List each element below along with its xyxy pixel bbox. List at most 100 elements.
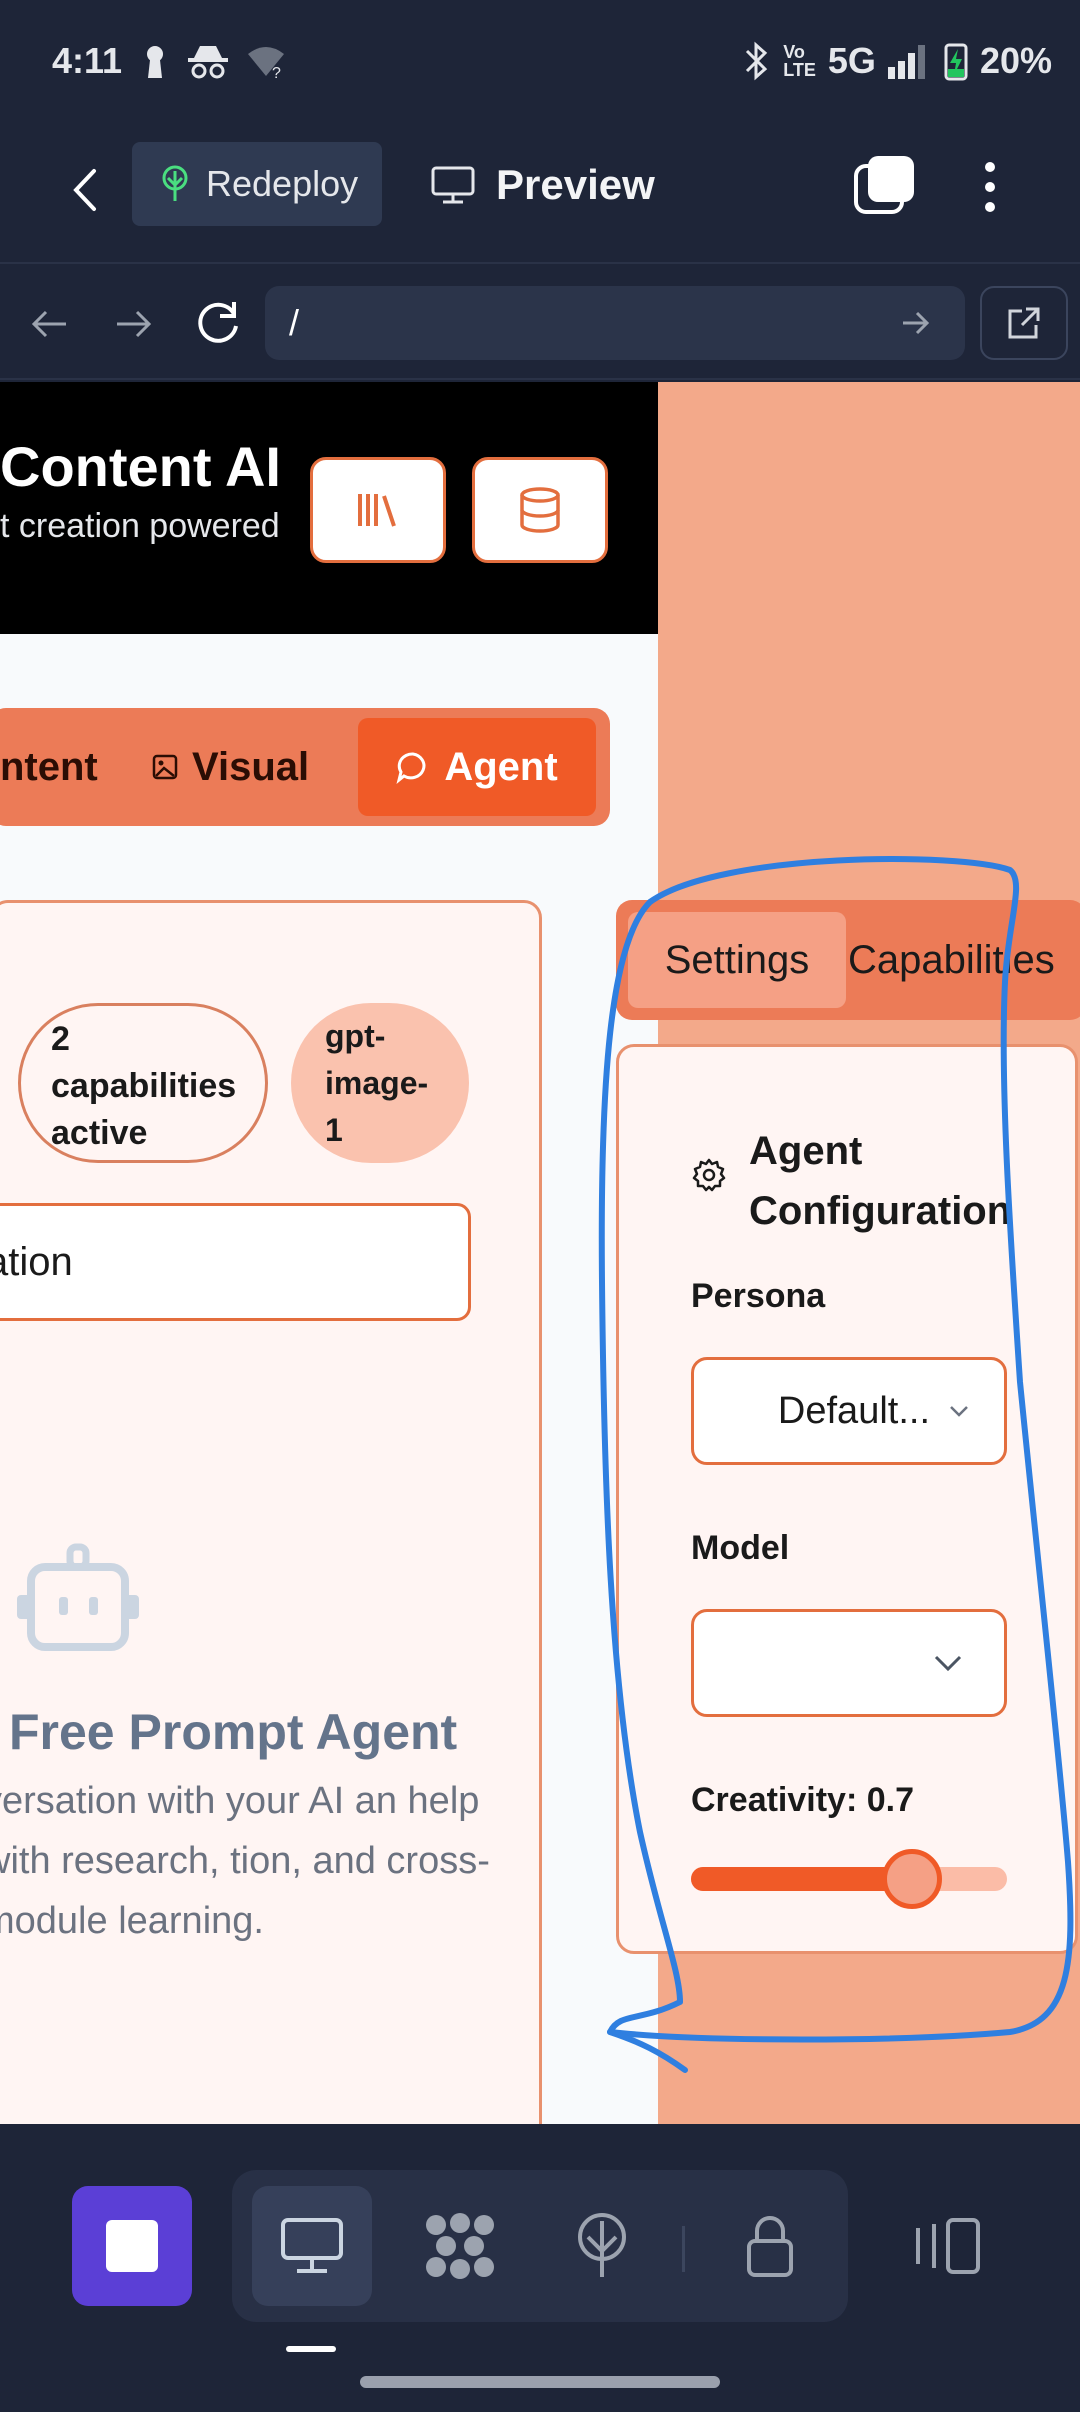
- tab-visual-label: Visual: [192, 744, 310, 789]
- browser-reload-button[interactable]: [188, 292, 248, 352]
- tool-group: [232, 2170, 848, 2322]
- model-label: Model: [691, 1529, 790, 1567]
- deploy-tree-icon: [162, 165, 188, 201]
- arrow-right-icon: [117, 310, 152, 338]
- status-notification-icons: ?: [140, 44, 286, 80]
- config-tabs: Settings Capabilities: [616, 900, 1080, 1020]
- url-text: /: [289, 302, 300, 343]
- browser-back-button[interactable]: [22, 296, 78, 352]
- tab-capabilities[interactable]: Capabilities: [848, 937, 1055, 982]
- monitor-icon: [431, 166, 475, 204]
- signal-icon: [887, 45, 925, 79]
- go-arrow-icon[interactable]: [891, 298, 941, 348]
- model-badge: gpt-image-1: [291, 1003, 469, 1163]
- divider: [682, 2226, 685, 2272]
- reload-icon: [198, 302, 238, 343]
- chevron-left-icon: [73, 169, 96, 211]
- wifi-off-icon: ?: [248, 47, 284, 80]
- mode-tabs: ntent Visual Agent: [0, 708, 610, 826]
- persona-label: Persona: [691, 1277, 826, 1315]
- agent-input-value: ation: [0, 1239, 73, 1284]
- tabs-icon: [854, 156, 914, 214]
- library-button[interactable]: [310, 457, 446, 563]
- home-indicator[interactable]: [360, 2376, 720, 2388]
- layout-panels-icon: [916, 2218, 980, 2274]
- open-external-button[interactable]: [980, 286, 1068, 360]
- status-time: 4:11: [52, 40, 123, 81]
- library-icon: [358, 494, 396, 527]
- site-subtitle: t creation powered: [0, 507, 280, 545]
- deploy-button[interactable]: [542, 2186, 662, 2306]
- monitor-icon: [281, 2218, 343, 2273]
- config-title: Agent Configuration: [749, 1121, 1012, 1241]
- network-type: 5G: [827, 40, 876, 81]
- dot: [985, 182, 995, 192]
- webview: Content AI t creation powered ntent Visu…: [0, 382, 1080, 2124]
- arrow-left-icon: [31, 310, 66, 338]
- bottom-toolbar: [0, 2124, 1080, 2412]
- tab-agent[interactable]: Agent: [358, 718, 596, 816]
- database-icon: [520, 487, 560, 533]
- chevron-down-icon: [950, 1406, 968, 1417]
- database-button[interactable]: [472, 457, 608, 563]
- tab-settings[interactable]: Settings: [628, 912, 846, 1008]
- tab-content[interactable]: ntent: [0, 718, 98, 816]
- empty-state-description: versation with your AI an help with rese…: [0, 1780, 490, 1942]
- back-button[interactable]: [50, 155, 120, 225]
- redeploy-button[interactable]: Redeploy: [132, 142, 382, 226]
- external-link-icon: [1008, 307, 1040, 339]
- lock-icon: [747, 2216, 793, 2277]
- stop-icon: [106, 2220, 158, 2272]
- config-title-text: Agent Configuration: [749, 1129, 1012, 1233]
- browser-toolbar: /: [0, 262, 1080, 380]
- creativity-slider[interactable]: [691, 1849, 1007, 1909]
- active-tab-indicator: [286, 2346, 336, 2352]
- chat-bubble-icon: [396, 752, 426, 784]
- creativity-slider-fill: [691, 1867, 913, 1891]
- network-button[interactable]: [400, 2186, 520, 2306]
- more-options-button[interactable]: [965, 152, 1015, 222]
- tab-content-label: ntent: [0, 744, 98, 789]
- persona-select[interactable]: Default...: [691, 1357, 1007, 1465]
- image-icon: [152, 754, 178, 780]
- capabilities-badge: 2 capabilities active: [18, 1003, 268, 1163]
- redeploy-label: Redeploy: [206, 163, 359, 204]
- deploy-tree-icon: [578, 2213, 626, 2277]
- creativity-label: Creativity: 0.7: [691, 1781, 914, 1819]
- bluetooth-icon: [746, 41, 768, 81]
- network-nodes-icon: [426, 2213, 494, 2279]
- chevron-down-icon: [934, 1655, 962, 1672]
- battery-charging-icon: [944, 43, 968, 81]
- keyhole-icon: [147, 46, 163, 78]
- empty-state-title: Free Prompt Agent: [9, 1704, 458, 1760]
- url-input[interactable]: /: [265, 286, 965, 360]
- dot: [985, 202, 995, 212]
- site-title: Content AI: [0, 435, 281, 498]
- battery-percent: 20%: [979, 40, 1052, 81]
- persona-value: Default...: [777, 1389, 930, 1432]
- desktop-view-button[interactable]: [252, 2186, 372, 2306]
- layout-toggle-button[interactable]: [888, 2186, 1008, 2306]
- creativity-slider-thumb[interactable]: [882, 1849, 943, 1909]
- tab-agent-label: Agent: [444, 744, 558, 789]
- dot: [985, 162, 995, 172]
- gear-icon: [692, 1158, 726, 1192]
- robot-icon: [17, 1543, 139, 1651]
- incognito-icon: [188, 46, 228, 79]
- tab-visual[interactable]: Visual: [152, 718, 309, 816]
- tabs-button[interactable]: [852, 152, 918, 218]
- browser-forward-button[interactable]: [105, 296, 161, 352]
- preview-button[interactable]: Preview: [430, 145, 655, 225]
- svg-text:?: ?: [272, 65, 281, 80]
- agent-configuration-card: Agent Configuration Persona Default... M…: [616, 1044, 1078, 1954]
- preview-label: Preview: [496, 161, 655, 208]
- stop-button[interactable]: [72, 2186, 192, 2306]
- model-select[interactable]: [691, 1609, 1007, 1717]
- agent-chat-card: 2 capabilities active gpt-image-1 ation …: [0, 900, 542, 2124]
- agent-prompt-input[interactable]: ation: [0, 1203, 471, 1321]
- site-header: Content AI t creation powered: [0, 382, 658, 634]
- secrets-button[interactable]: [710, 2186, 830, 2306]
